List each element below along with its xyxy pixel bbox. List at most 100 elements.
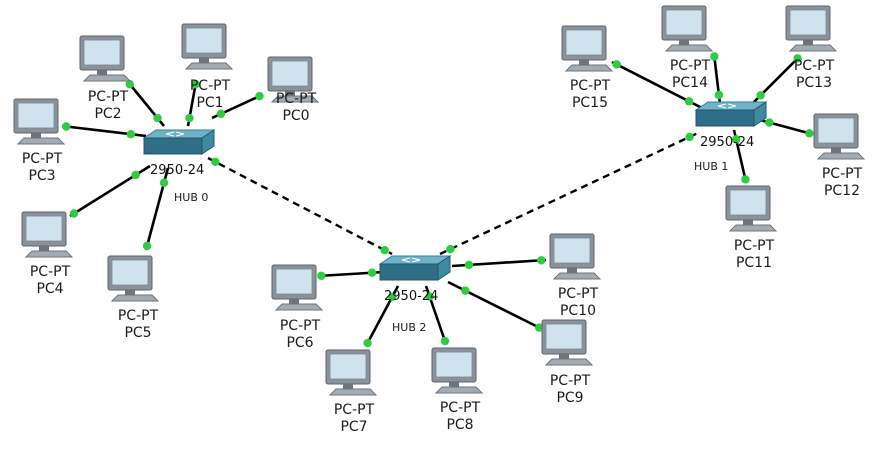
link-light-pc3-switch-end bbox=[126, 130, 136, 139]
link-light-hub2-end bbox=[446, 244, 455, 254]
link-dots-layer bbox=[61, 52, 814, 348]
link-light-pc10-switch-end bbox=[464, 260, 474, 270]
link-light-pc13-switch-end bbox=[756, 91, 765, 100]
link-light-pc8-switch-end bbox=[425, 292, 434, 301]
link-light-pc11-switch-end bbox=[731, 135, 741, 144]
switch-name-label: HUB 2 bbox=[392, 321, 426, 334]
link-light-pc10-pc-end bbox=[537, 256, 546, 265]
link-light-pc1-switch-end bbox=[185, 113, 194, 123]
pc-monitor-icon bbox=[549, 233, 602, 280]
pc-name-label: PC9 bbox=[556, 390, 583, 406]
link-light-hub0-end bbox=[211, 157, 220, 167]
pc-type-label: PC-PT bbox=[558, 286, 599, 302]
link-light-pc5-switch-end bbox=[159, 178, 169, 187]
pc-type-label: PC-PT bbox=[280, 318, 321, 334]
pc-type-label: PC-PT bbox=[276, 91, 317, 107]
pc-name-label: PC10 bbox=[560, 303, 596, 319]
pc-name-label: PC4 bbox=[36, 281, 63, 297]
link-light-pc11-pc-end bbox=[741, 175, 750, 184]
pc-name-label: PC5 bbox=[124, 325, 151, 341]
pc-monitor-icon bbox=[813, 113, 866, 160]
link-light-pc14-pc-end bbox=[710, 52, 719, 61]
pc-monitor-icon bbox=[107, 255, 160, 302]
pc-monitor-icon bbox=[271, 264, 324, 311]
trunk-link-hub0-hub2[interactable] bbox=[207, 156, 393, 256]
pc-name-label: PC7 bbox=[340, 419, 367, 435]
link-light-pc0-pc-end bbox=[255, 91, 264, 101]
pc-name-label: PC2 bbox=[94, 106, 121, 122]
link-light-pc4-pc-end bbox=[69, 209, 79, 218]
pc-type-label: PC-PT bbox=[570, 78, 611, 94]
pc-name-label: PC0 bbox=[282, 108, 309, 124]
pc-monitor-icon bbox=[725, 185, 778, 232]
link-light-pc12-pc-end bbox=[805, 129, 814, 138]
link-light-pc14-switch-end bbox=[714, 90, 724, 100]
link-light-pc12-switch-end bbox=[765, 118, 774, 127]
pc-monitor-icon bbox=[325, 349, 378, 396]
link-light-pc3-pc-end bbox=[61, 122, 71, 131]
pc-name-label: PC3 bbox=[28, 168, 55, 184]
pc-type-label: PC-PT bbox=[88, 89, 129, 105]
pc-name-label: PC15 bbox=[572, 95, 608, 111]
pc-monitor-icon bbox=[181, 23, 234, 70]
link-light-pc4-switch-end bbox=[131, 170, 140, 180]
link-light-pc1-pc-end bbox=[191, 80, 200, 89]
pc-name-label: PC12 bbox=[824, 183, 860, 199]
link-light-pc7-switch-end bbox=[388, 292, 397, 301]
pc-type-label: PC-PT bbox=[22, 151, 63, 167]
pc-type-label: PC-PT bbox=[118, 308, 159, 324]
pc-monitor-icon bbox=[79, 35, 132, 82]
pc-type-label: PC-PT bbox=[794, 58, 835, 74]
pc-type-label: PC-PT bbox=[550, 373, 591, 389]
pc-name-label: PC14 bbox=[672, 75, 708, 91]
link-light-pc7-pc-end bbox=[363, 338, 372, 348]
pc-type-label: PC-PT bbox=[190, 78, 231, 94]
link-light-hub1-end bbox=[685, 132, 694, 142]
link-light-pc0-switch-end bbox=[216, 109, 226, 119]
switch-model-label: 2950-24 bbox=[150, 163, 204, 178]
link-light-pc6-pc-end bbox=[317, 271, 326, 280]
link-light-hub2-end bbox=[380, 245, 389, 255]
link-light-pc5-pc-end bbox=[142, 241, 152, 251]
link-light-pc6-switch-end bbox=[367, 268, 377, 277]
pc-monitor-icon bbox=[561, 25, 614, 72]
pc-type-label: PC-PT bbox=[734, 238, 775, 254]
pc-name-label: PC11 bbox=[736, 255, 772, 271]
link-light-pc9-switch-end bbox=[461, 286, 470, 295]
link-light-pc15-switch-end bbox=[684, 97, 694, 106]
pc-monitor-icon bbox=[431, 347, 484, 394]
pc-type-label: PC-PT bbox=[440, 400, 481, 416]
switch-model-label: 2950-24 bbox=[384, 289, 438, 304]
switch-model-label: 2950-24 bbox=[700, 135, 754, 150]
pc-monitor-icon bbox=[541, 319, 594, 366]
link-light-pc2-switch-end bbox=[153, 113, 162, 123]
pc-name-label: PC13 bbox=[796, 75, 832, 91]
pc-type-label: PC-PT bbox=[334, 402, 375, 418]
link-light-pc8-pc-end bbox=[440, 336, 450, 346]
pc-monitor-icon bbox=[267, 56, 320, 103]
switch-icon bbox=[142, 129, 216, 155]
pc-name-label: PC1 bbox=[196, 95, 223, 111]
pc-name-label: PC6 bbox=[286, 335, 313, 351]
pc-monitor-icon bbox=[13, 98, 66, 145]
pc-monitor-icon bbox=[21, 211, 74, 258]
